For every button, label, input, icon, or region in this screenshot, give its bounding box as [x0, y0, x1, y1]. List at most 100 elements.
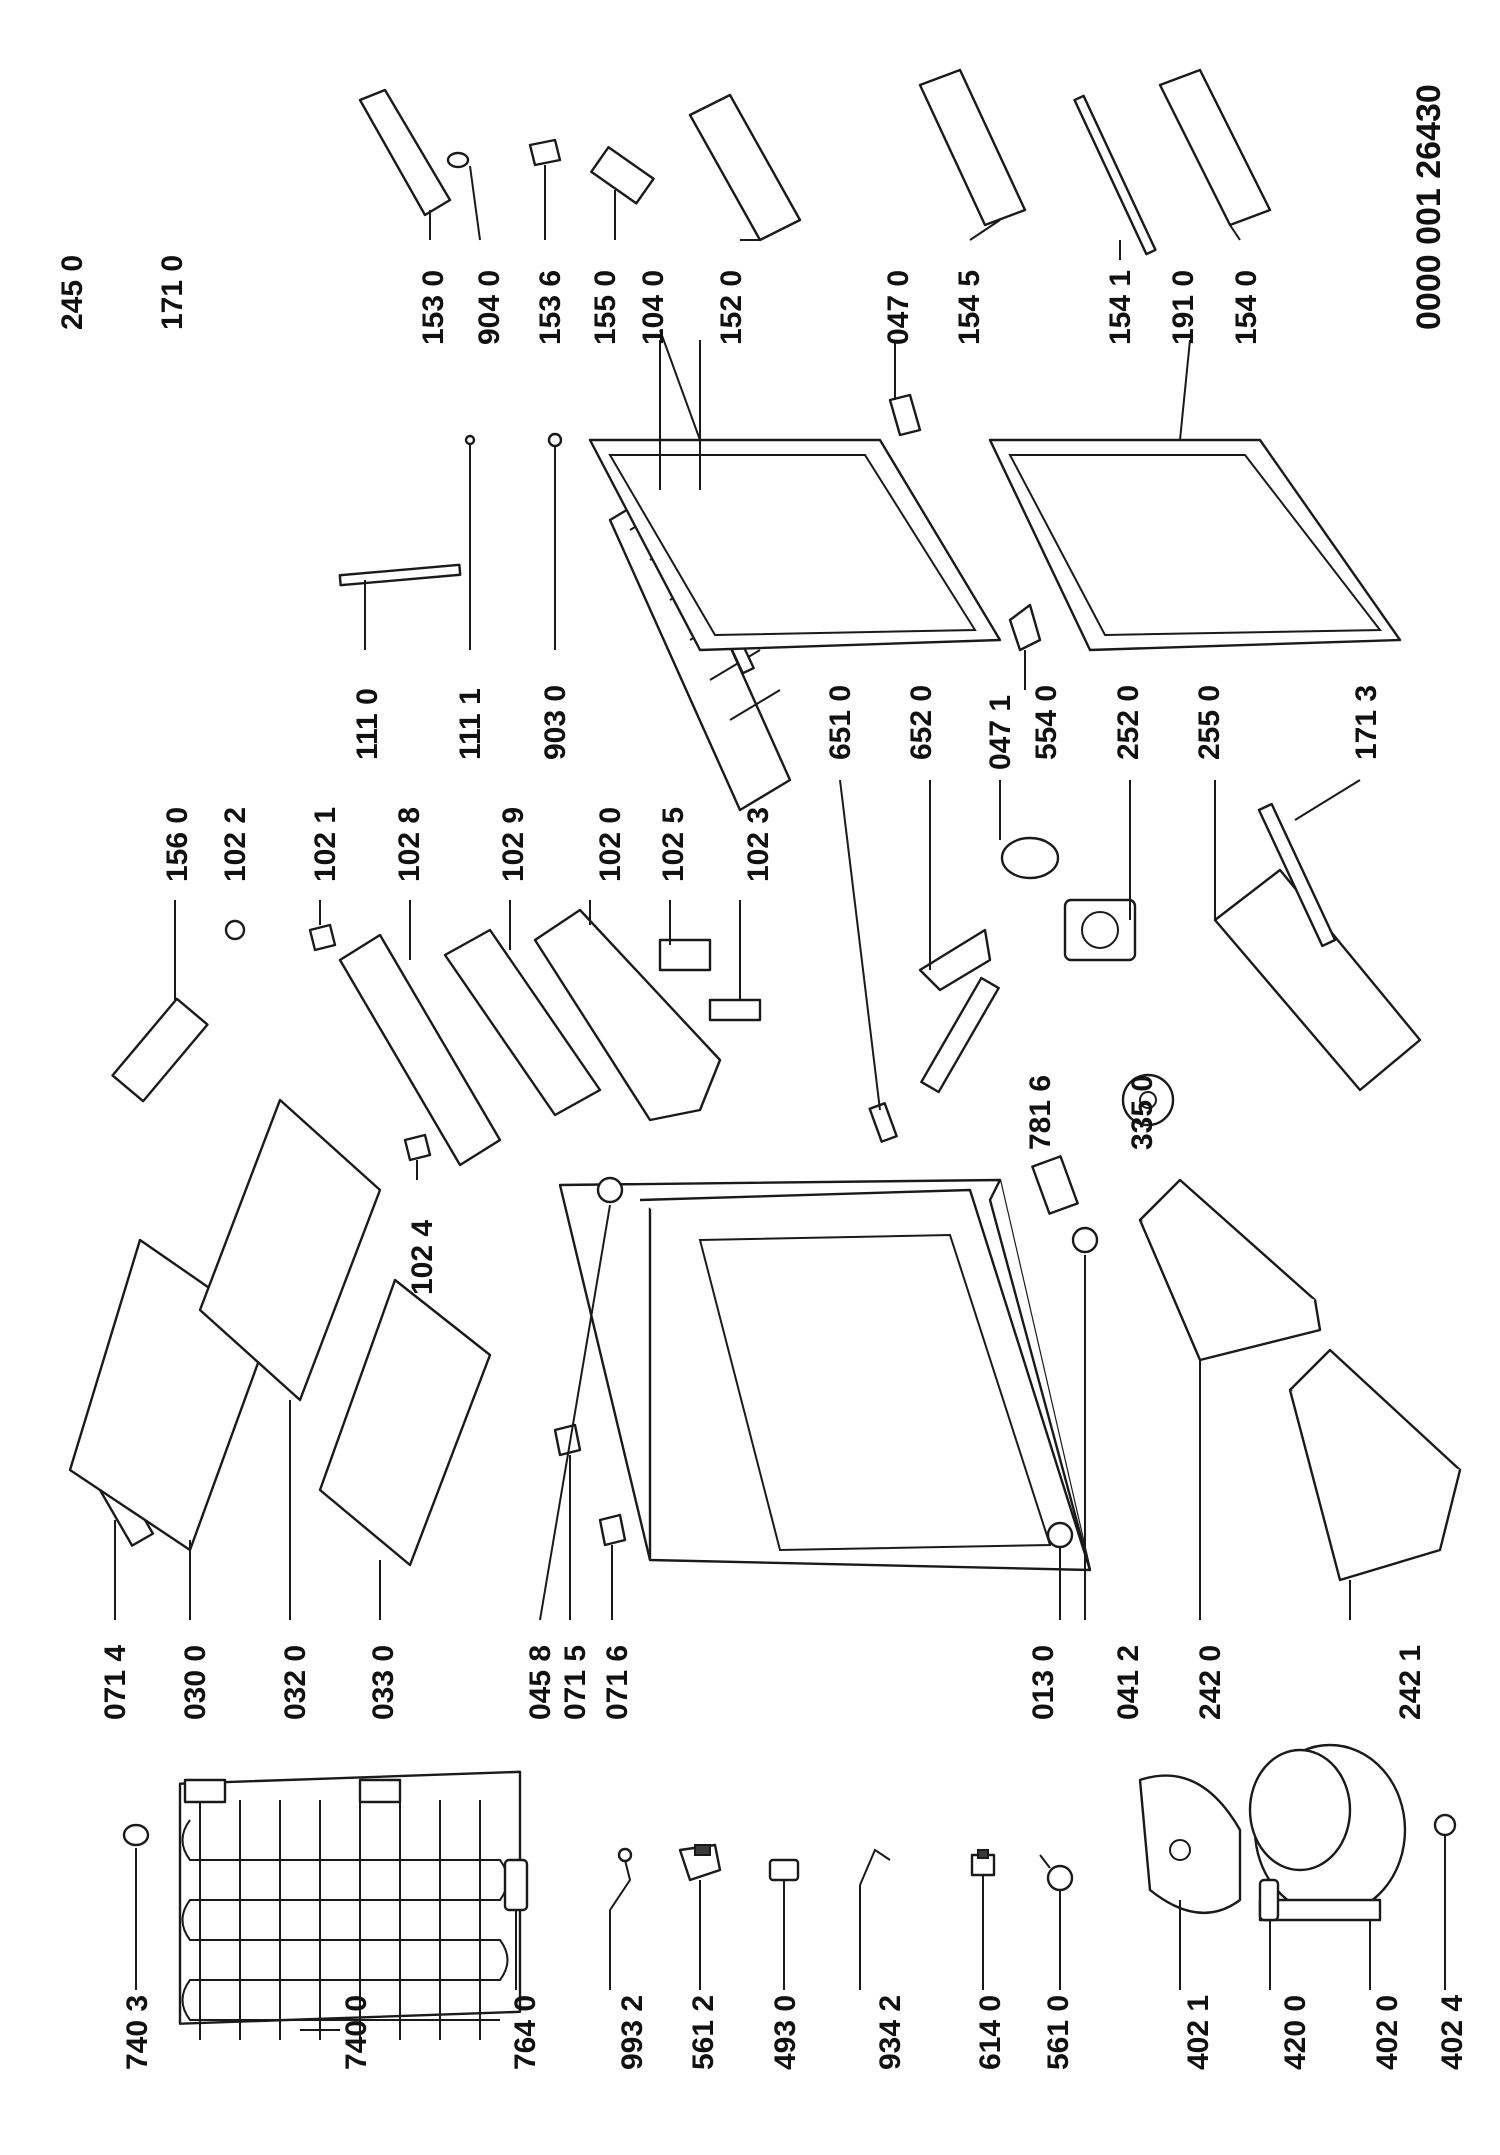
- label-2420: 242 0: [1194, 1645, 1227, 1720]
- bracket-part-0470: [888, 393, 922, 437]
- shelf-part-0330: [318, 1278, 492, 1567]
- label-6510: 651 0: [824, 685, 857, 760]
- hinge-part-0716: [598, 1513, 627, 1547]
- label-1545: 154 5: [953, 270, 986, 345]
- condenser-coil-part: [178, 1770, 522, 2040]
- latch-part-1021: [308, 923, 337, 952]
- label-1530: 153 0: [417, 270, 450, 345]
- foot-part-0130: [1046, 1521, 1074, 1549]
- label-7640: 764 0: [509, 1995, 542, 2070]
- bracket-part-0471: [1008, 603, 1042, 652]
- label-7816: 781 6: [1024, 1075, 1057, 1150]
- clip-part-7403: [122, 1823, 150, 1847]
- label-4930: 493 0: [769, 1995, 802, 2070]
- hinge-part-0715: [553, 1423, 582, 1457]
- wire-part-9342: [859, 1848, 891, 1886]
- door-bin-part-1520: [688, 93, 802, 242]
- knob-part-1022: [224, 919, 246, 941]
- clip-part-1536: [528, 138, 562, 167]
- label-1110: 111 0: [351, 688, 384, 760]
- label-1710: 171 0: [156, 255, 189, 330]
- freezer-compartment-part-1020: [533, 908, 722, 1122]
- label-1021: 102 1: [309, 807, 342, 882]
- label-0458: 045 8: [524, 1645, 557, 1720]
- label-1023: 102 3: [742, 807, 775, 882]
- cabinet-part: [558, 1178, 1092, 1572]
- label-0412: 041 2: [1112, 1645, 1145, 1720]
- label-2450: 245 0: [56, 255, 89, 330]
- label-1550: 155 0: [589, 270, 622, 345]
- connector-part-4930: [768, 1858, 800, 1882]
- label-0320: 032 0: [279, 1645, 312, 1720]
- lamp-holder-part: [678, 1843, 722, 1882]
- grommet-part-4024: [1433, 1813, 1457, 1837]
- overload-part-5610: [1039, 1854, 1074, 1892]
- filter-drier-part: [503, 1858, 529, 1912]
- label-4200: 420 0: [1279, 1995, 1312, 2070]
- thermostat-assembly-part: [918, 928, 992, 992]
- label-9030: 903 0: [539, 685, 572, 760]
- strip-part-1110: [338, 563, 462, 587]
- hinge-pin-part-0458: [596, 1176, 624, 1204]
- crisper-drawer-part-2421: [1288, 1348, 1462, 1582]
- label-1541: 154 1: [1104, 270, 1137, 345]
- label-0716: 071 6: [601, 1645, 634, 1720]
- label-1022: 102 2: [219, 807, 252, 882]
- label-9342: 934 2: [874, 1995, 907, 2070]
- label-4024: 402 4: [1436, 1995, 1469, 2070]
- freezer-hinge-part-1024: [403, 1133, 432, 1162]
- label-6520: 652 0: [905, 685, 938, 760]
- label-5612: 561 2: [687, 1995, 720, 2070]
- label-1540: 154 0: [1230, 270, 1263, 345]
- label-7403: 740 3: [121, 1995, 154, 2070]
- label-2421: 242 1: [1394, 1645, 1427, 1720]
- egg-tray-part: [111, 997, 209, 1103]
- label-9932: 993 2: [616, 1995, 649, 2070]
- label-1020: 102 0: [594, 807, 627, 882]
- thermostat-capillary-part: [609, 1847, 633, 1911]
- label-1028: 102 8: [393, 807, 426, 882]
- label-1520: 152 0: [715, 270, 748, 345]
- label-5610: 561 0: [1042, 1995, 1075, 2070]
- start-capacitor-part: [1258, 1878, 1280, 1922]
- freezer-latch-part-1023: [708, 998, 762, 1022]
- label-1025: 102 5: [657, 807, 690, 882]
- compressor-cover-part: [1138, 1774, 1242, 1915]
- label-3350: 335 0: [1126, 1075, 1159, 1150]
- egg-holder-part-1550: [590, 146, 655, 205]
- light-housing-part: [1000, 836, 1060, 880]
- light-switch-bar-part: [920, 976, 1000, 1094]
- leader-lines: [114, 165, 1446, 2031]
- shelf-frame-part-0320: [198, 1098, 382, 1402]
- gasket-part-1910: [988, 438, 1402, 652]
- washer-part-9040: [446, 151, 470, 169]
- label-1560: 156 0: [161, 807, 194, 882]
- fan-part: [1121, 1073, 1175, 1127]
- label-2520: 252 0: [1112, 685, 1145, 760]
- freezer-door-frame-part-1028: [338, 933, 502, 1167]
- glass-plate-part-2550: [1213, 868, 1422, 1092]
- label-0714: 071 4: [99, 1645, 132, 1720]
- door-bin-part-1540: [1158, 68, 1272, 227]
- label-4021: 402 1: [1182, 1995, 1215, 2070]
- label-0300: 030 0: [179, 1645, 212, 1720]
- pin-part-1111: [464, 434, 476, 446]
- label-1713: 171 3: [1350, 685, 1383, 760]
- label-1024: 102 4: [406, 1220, 439, 1295]
- rod-part-1541: [1073, 94, 1157, 256]
- label-6140: 614 0: [974, 1995, 1007, 2070]
- bottom-hinge-part: [1031, 1155, 1079, 1215]
- label-1111: 111 1: [454, 688, 487, 760]
- door-gasket-part-1040: [588, 438, 1002, 652]
- compressor-part: [1248, 1743, 1407, 1922]
- label-9040: 904 0: [473, 270, 506, 345]
- label-1536: 153 6: [534, 270, 567, 345]
- door-bin-part-1545: [918, 68, 1027, 227]
- thermostat-part: [868, 1102, 898, 1143]
- door-bin-part-1530: [358, 88, 452, 217]
- label-4020: 402 0: [1371, 1995, 1404, 2070]
- freezer-flap-part-1025: [658, 938, 712, 972]
- freezer-door-part-1029: [443, 928, 602, 1117]
